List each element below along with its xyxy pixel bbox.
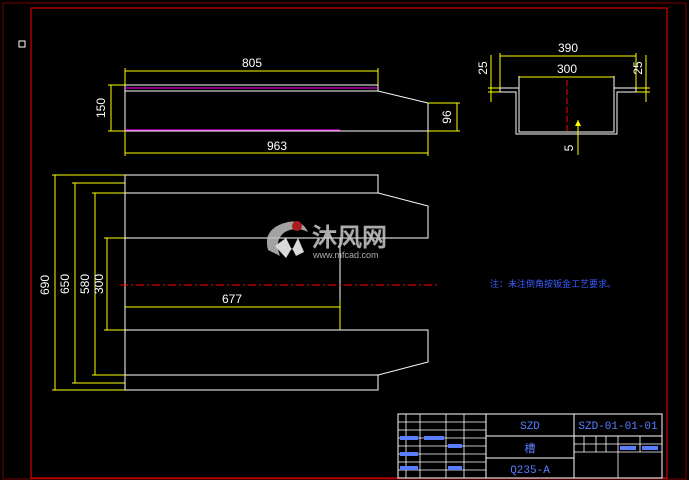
dim-150: 150	[94, 98, 108, 118]
title-drawing-number: SZD-01-01-01	[578, 421, 658, 433]
title-material: Q235-A	[510, 465, 550, 477]
dim-580: 580	[78, 274, 92, 294]
drawing-note: 注：未注倒角按钣金工艺要求。	[490, 278, 616, 290]
dim-25-right: 25	[631, 61, 645, 75]
dim-25-left: 25	[476, 61, 490, 75]
dim-650: 650	[58, 274, 72, 294]
side-view	[124, 84, 429, 132]
section-view	[499, 76, 637, 135]
title-block: SZD SZD-01-01-01 槽 Q235-A	[397, 413, 663, 479]
section-view-dimensions: 390 300 25 25 5	[476, 41, 650, 155]
title-project: SZD	[520, 421, 540, 433]
plan-view	[120, 174, 440, 391]
watermark-url: www.mfcad.com	[312, 250, 379, 260]
dim-5: 5	[562, 144, 576, 151]
dim-805: 805	[242, 56, 262, 70]
side-view-dimensions: 805 963 150 96	[94, 56, 460, 156]
title-part-name: 槽	[525, 442, 536, 455]
dim-390: 390	[558, 41, 578, 55]
dim-96: 96	[440, 110, 454, 124]
dim-963: 963	[267, 139, 287, 153]
watermark-name: 沐风网	[312, 224, 387, 252]
plan-view-dimensions: 690 650 580 300 677	[38, 174, 341, 391]
dim-300-plan: 300	[92, 274, 106, 294]
dim-300-section: 300	[557, 62, 577, 76]
mfcad-logo-icon	[266, 221, 308, 258]
watermark: 沐风网 www.mfcad.com	[266, 221, 387, 260]
dim-690: 690	[38, 275, 52, 295]
dim-677: 677	[222, 292, 242, 306]
